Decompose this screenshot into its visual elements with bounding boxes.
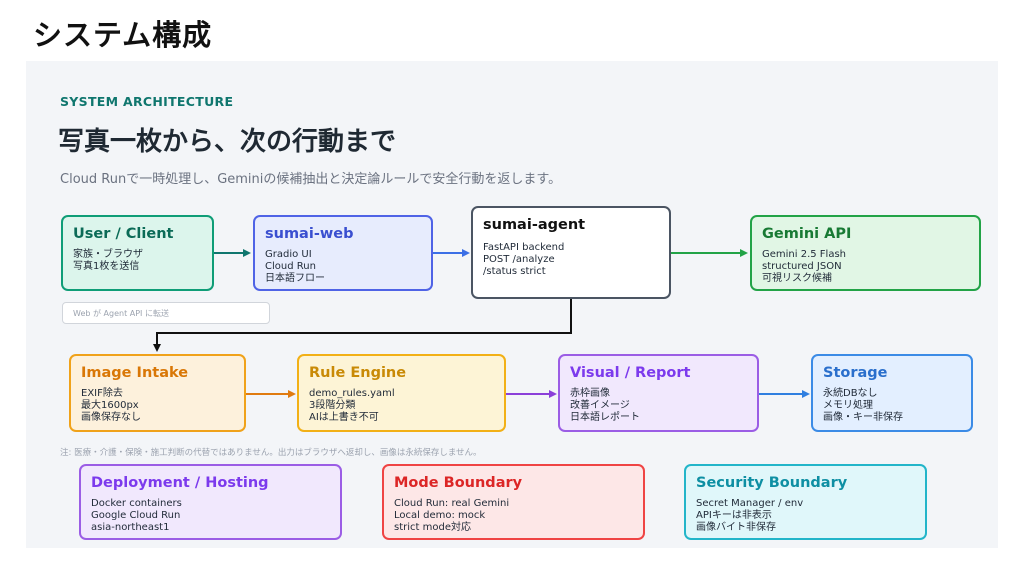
node-image-intake-line: EXIF除去 xyxy=(81,388,123,399)
node-user-client-line: 写真1枚を送信 xyxy=(73,261,140,272)
node-sumai-agent-title: sumai-agent xyxy=(483,217,586,233)
diagram-headline: 写真一枚から、次の行動まで xyxy=(58,127,397,157)
node-gemini-api: Gemini API Gemini 2.5 Flash structured J… xyxy=(750,215,981,291)
page-title: システム構成 xyxy=(33,18,213,52)
node-security-boundary-title: Security Boundary xyxy=(696,475,848,491)
node-image-intake-line: 最大1600px xyxy=(81,400,139,411)
disclaimer-footnote: 注: 医療・介護・保険・施工判断の代替ではありません。出力はブラウザへ返却し、画… xyxy=(60,448,482,458)
node-user-client-line: 家族・ブラウザ xyxy=(73,249,143,260)
node-mode-boundary-line: Cloud Run: real Gemini xyxy=(394,498,510,509)
node-gemini-api-title: Gemini API xyxy=(762,226,852,242)
node-rule-engine-title: Rule Engine xyxy=(309,365,407,381)
diagram-subtitle: Cloud Runで一時処理し、Geminiの候補抽出と決定論ルールで安全行動を… xyxy=(60,172,562,187)
node-visual-report-line: 日本語レポート xyxy=(570,412,640,423)
node-visual-report-line: 赤枠画像 xyxy=(570,388,610,399)
edge-agent-to-intake xyxy=(153,299,572,352)
node-deployment-line: Docker containers xyxy=(91,498,182,509)
node-storage-line: メモリ処理 xyxy=(823,400,873,411)
node-security-boundary-line: 画像バイト非保存 xyxy=(696,522,776,533)
node-sumai-web-title: sumai-web xyxy=(265,226,354,242)
node-sumai-web-line: 日本語フロー xyxy=(265,273,325,284)
node-rule-engine-line: demo_rules.yaml xyxy=(309,388,395,399)
node-mode-boundary: Mode Boundary Cloud Run: real Gemini Loc… xyxy=(382,464,645,540)
node-gemini-api-line: 可視リスク候補 xyxy=(762,273,832,284)
section-eyebrow: SYSTEM ARCHITECTURE xyxy=(60,94,234,109)
edge-note: Web が Agent API に転送 xyxy=(62,302,270,324)
node-image-intake-title: Image Intake xyxy=(81,365,189,381)
node-storage-line: 画像・キー非保存 xyxy=(823,412,903,423)
node-sumai-agent-line: POST /analyze xyxy=(483,254,555,265)
node-image-intake: Image Intake EXIF除去 最大1600px 画像保存なし xyxy=(69,354,246,432)
node-security-boundary: Security Boundary Secret Manager / env A… xyxy=(684,464,927,540)
node-deployment-title: Deployment / Hosting xyxy=(91,475,269,491)
node-sumai-agent: sumai-agent FastAPI backend POST /analyz… xyxy=(471,206,671,299)
node-rule-engine-line: 3段階分類 xyxy=(309,400,356,411)
node-mode-boundary-line: strict mode対応 xyxy=(394,522,471,533)
node-visual-report: Visual / Report 赤枠画像 改善イメージ 日本語レポート xyxy=(558,354,759,432)
node-visual-report-title: Visual / Report xyxy=(570,365,691,381)
node-deployment-line: Google Cloud Run xyxy=(91,510,181,521)
node-sumai-web-line: Cloud Run xyxy=(265,261,316,272)
node-user-client: User / Client 家族・ブラウザ 写真1枚を送信 xyxy=(61,215,214,291)
node-security-boundary-line: Secret Manager / env xyxy=(696,498,804,509)
node-storage: Storage 永続DBなし メモリ処理 画像・キー非保存 xyxy=(811,354,973,432)
node-image-intake-line: 画像保存なし xyxy=(81,412,141,423)
node-security-boundary-line: APIキーは非表示 xyxy=(696,510,772,521)
node-deployment-line: asia-northeast1 xyxy=(91,522,170,533)
node-mode-boundary-title: Mode Boundary xyxy=(394,475,523,491)
node-sumai-agent-line: /status strict xyxy=(483,266,546,277)
node-gemini-api-line: structured JSON xyxy=(762,261,842,272)
node-user-client-title: User / Client xyxy=(73,226,174,242)
node-mode-boundary-line: Local demo: mock xyxy=(394,510,486,521)
node-sumai-agent-line: FastAPI backend xyxy=(483,242,565,253)
node-rule-engine: Rule Engine demo_rules.yaml 3段階分類 AIは上書き… xyxy=(297,354,506,432)
node-storage-title: Storage xyxy=(823,365,888,381)
node-visual-report-line: 改善イメージ xyxy=(570,400,630,411)
node-gemini-api-line: Gemini 2.5 Flash xyxy=(762,249,847,260)
node-rule-engine-line: AIは上書き不可 xyxy=(309,412,379,423)
node-deployment: Deployment / Hosting Docker containers G… xyxy=(79,464,342,540)
node-storage-line: 永続DBなし xyxy=(823,388,878,399)
node-sumai-web-line: Gradio UI xyxy=(265,249,312,260)
node-sumai-web: sumai-web Gradio UI Cloud Run 日本語フロー xyxy=(253,215,433,291)
